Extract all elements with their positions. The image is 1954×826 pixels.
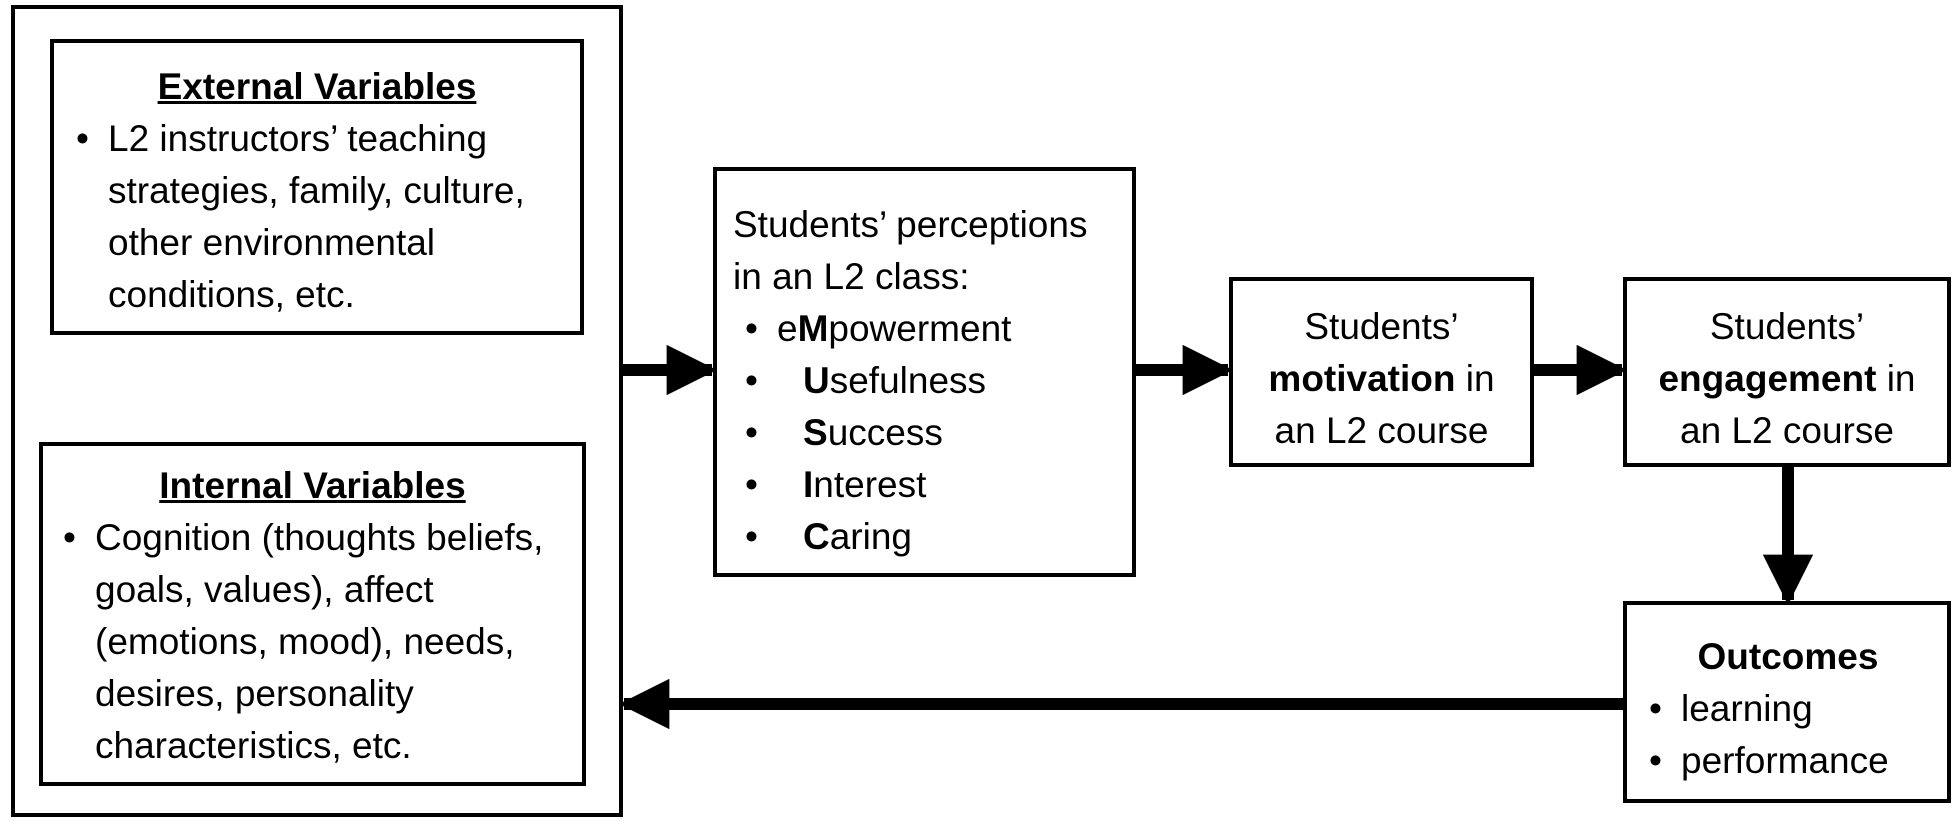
perception-item-caring: Caring <box>733 511 1124 563</box>
perception-item-success: Success <box>733 407 1124 459</box>
perceptions-list: eMpowerment <box>733 303 1124 355</box>
internal-variables-title: Internal Variables <box>159 465 466 506</box>
engagement-line-2: engagement in <box>1658 358 1916 399</box>
external-variables-item: L2 instructors’ teaching strategies, fam… <box>64 113 570 321</box>
internal-variables-list: Cognition (thoughts beliefs, goals, valu… <box>51 512 574 772</box>
outcomes-title: Outcomes <box>1697 636 1879 677</box>
external-variables-list: L2 instructors’ teaching strategies, fam… <box>64 113 570 321</box>
outcome-item-learning: learning <box>1637 683 1939 735</box>
engagement-line-1: Students’ <box>1709 306 1865 347</box>
internal-variables-item: Cognition (thoughts beliefs, goals, valu… <box>51 512 574 772</box>
perception-item-usefulness: Usefulness <box>733 355 1124 407</box>
outcomes-list: learning performance <box>1637 683 1939 787</box>
perception-item-interest: Interest <box>733 459 1124 511</box>
perceptions-intro: Students’ perceptions in an L2 class: <box>733 204 1088 297</box>
motivation-line-3: an L2 course <box>1274 410 1489 451</box>
perceptions-box: Students’ perceptions in an L2 class: eM… <box>713 167 1136 577</box>
outcomes-box: Outcomes learning performance <box>1623 601 1951 803</box>
perception-item-empowerment: eMpowerment <box>733 303 1124 355</box>
engagement-box: Students’ engagement in an L2 course <box>1623 277 1951 467</box>
outcome-item-performance: performance <box>1637 735 1939 787</box>
motivation-line-2: motivation in <box>1268 358 1495 399</box>
engagement-line-3: an L2 course <box>1680 410 1894 451</box>
motivation-box: Students’ motivation in an L2 course <box>1229 277 1534 467</box>
perceptions-sublist: Usefulness Success Interest Caring <box>733 355 1124 563</box>
external-variables-box: External Variables L2 instructors’ teach… <box>50 39 584 335</box>
external-variables-title: External Variables <box>157 66 477 107</box>
internal-variables-box: Internal Variables Cognition (thoughts b… <box>39 442 586 786</box>
motivation-line-1: Students’ <box>1304 306 1459 347</box>
